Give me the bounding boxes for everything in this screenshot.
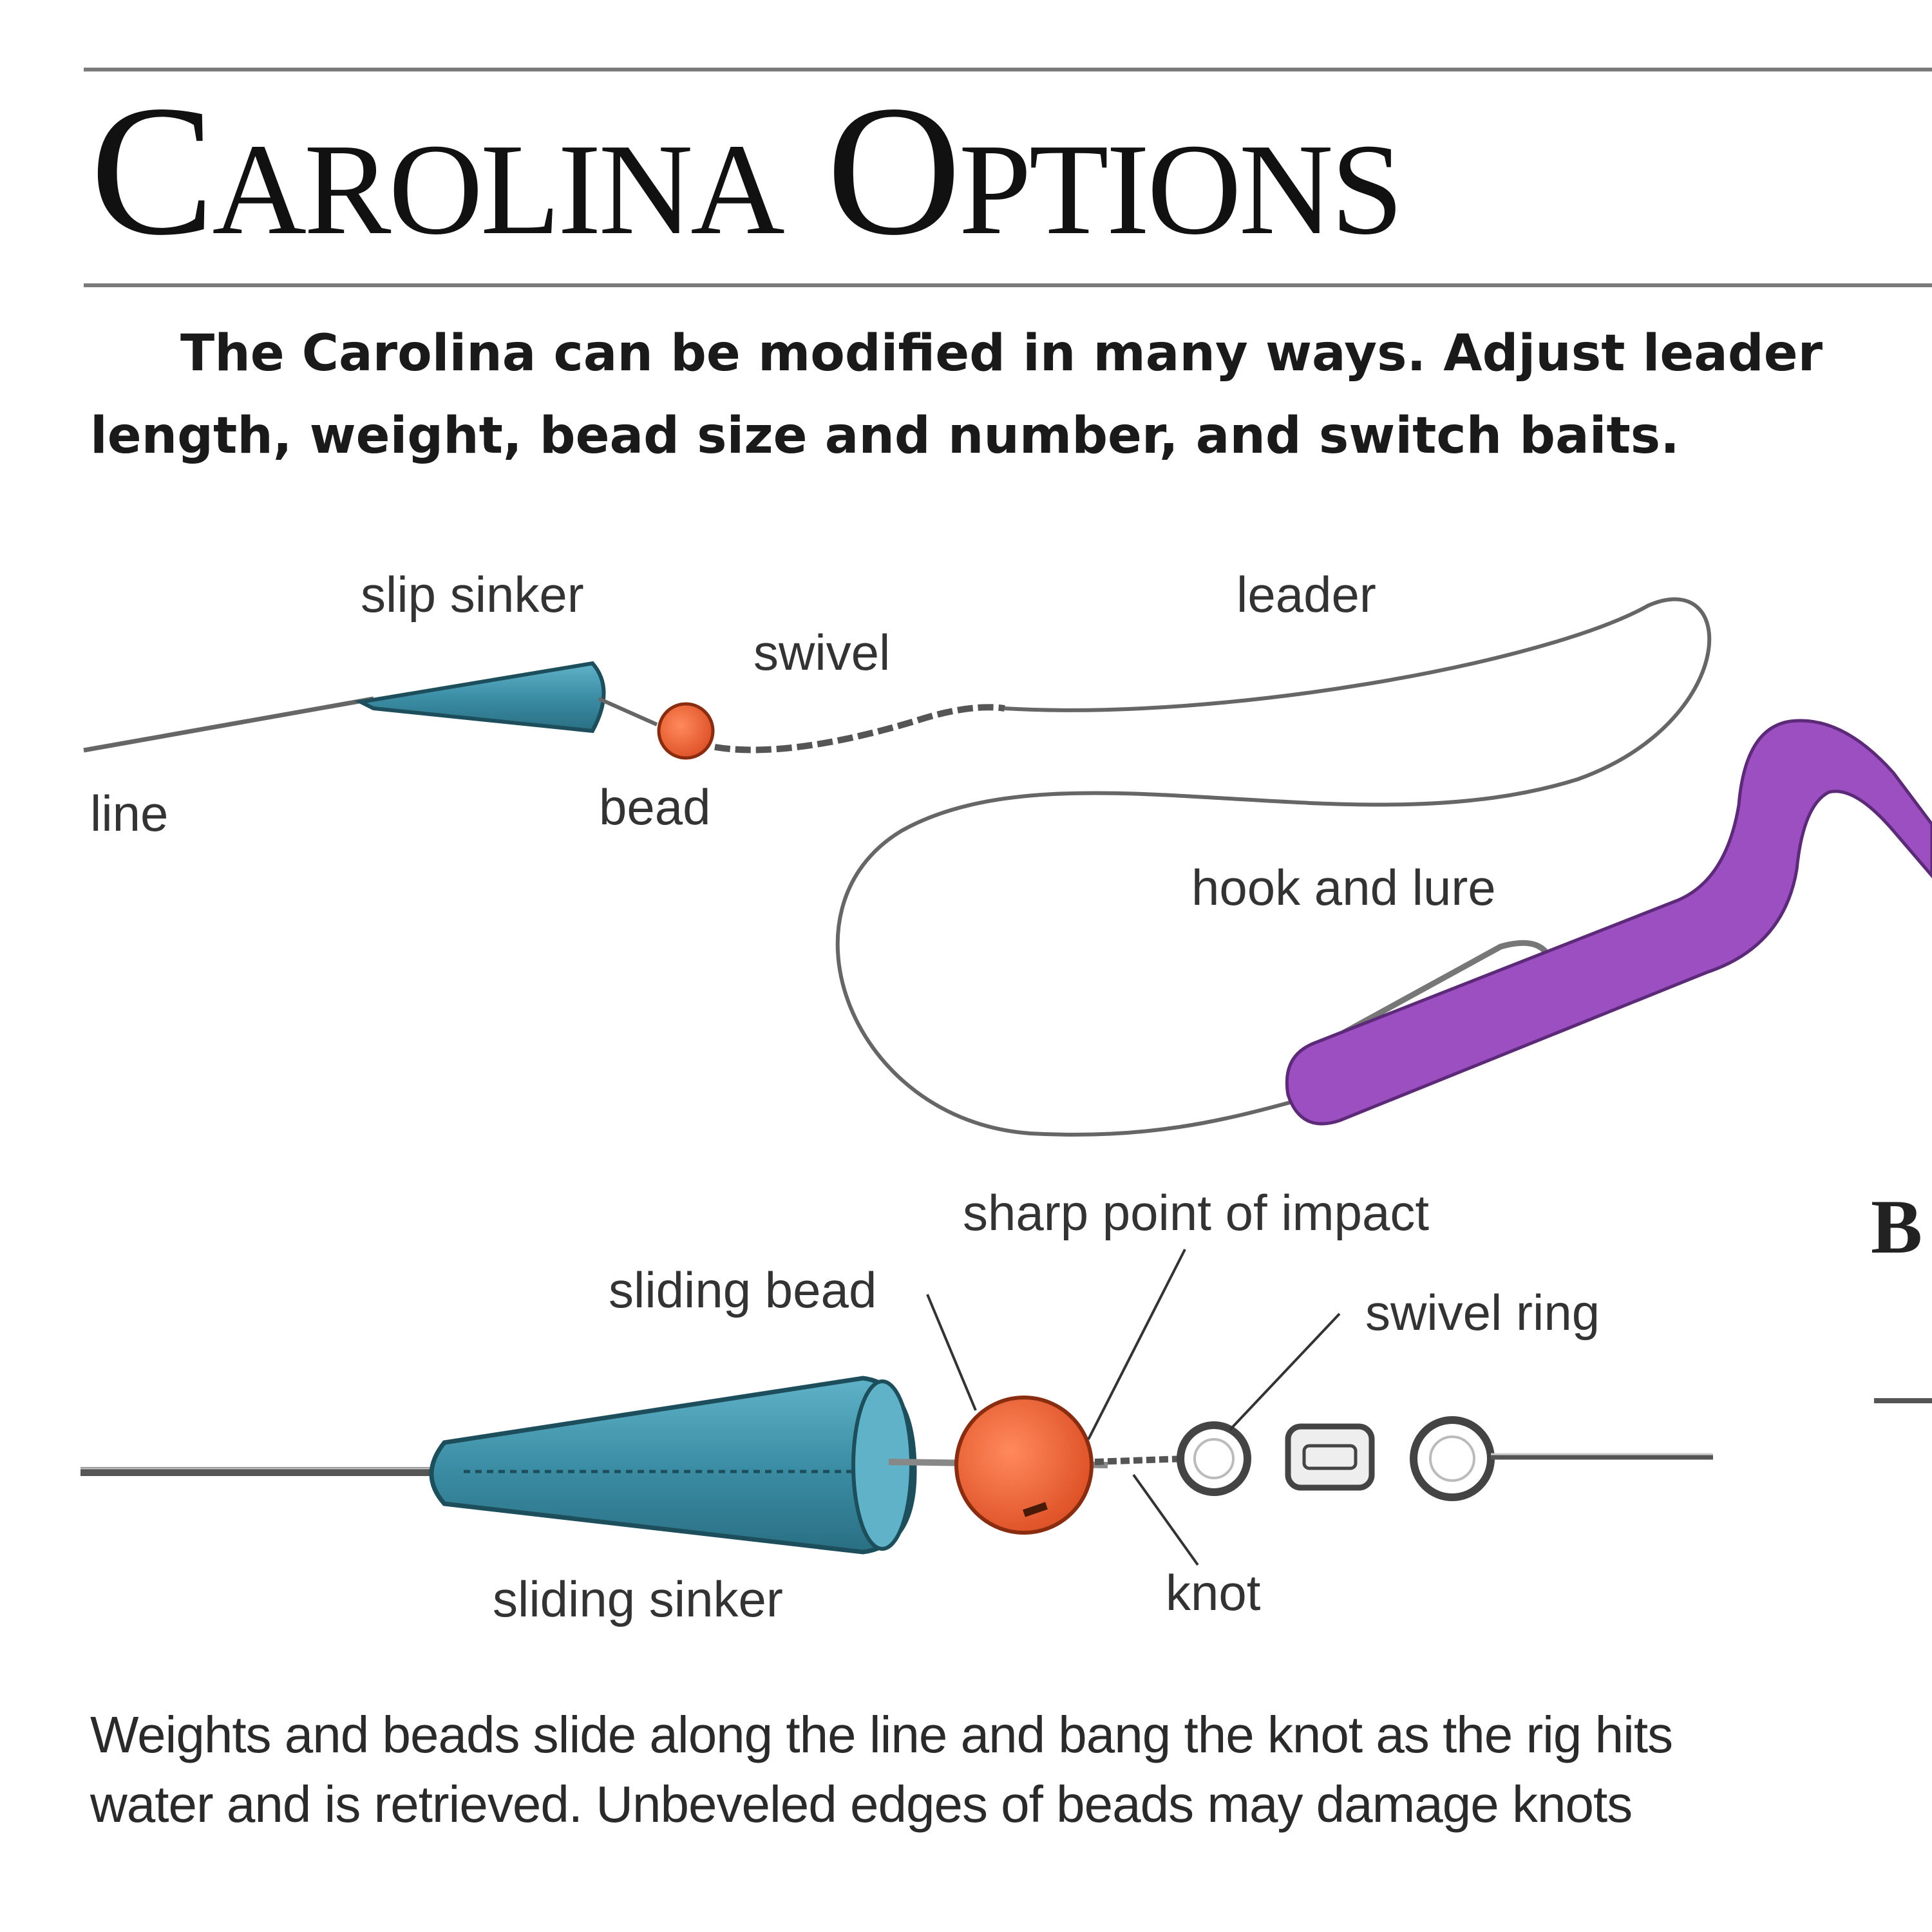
label-swivel: swivel: [753, 624, 890, 681]
label-line: line: [90, 785, 168, 842]
label-sliding-sinker: sliding sinker: [493, 1571, 783, 1627]
bead-shape: [657, 702, 715, 760]
pointer-knot: [1132, 1473, 1199, 1566]
bead-hole-mark: [1023, 1502, 1048, 1517]
main-line: [83, 696, 374, 753]
lure-shape: [1285, 719, 1932, 1126]
caption-paragraph: Weights and beads slide along the line a…: [90, 1700, 1673, 1839]
side-heading-fragment: B: [1871, 1184, 1922, 1269]
pointer-swivel-ring: [1229, 1312, 1341, 1431]
line-to-bead: [598, 697, 658, 726]
intro-paragraph: The Carolina can be modified in many way…: [90, 312, 1932, 477]
label-knot: knot: [1166, 1564, 1261, 1621]
label-sliding-bead: sliding bead: [609, 1262, 876, 1318]
carolina-rig-diagram: slip sinker swivel leader line bead hook…: [83, 566, 1932, 1137]
intro-line-2: length, weight, bead size and number, an…: [90, 407, 1680, 465]
swivel-barrel-inner: [1302, 1444, 1358, 1470]
caption-line-1: Weights and beads slide along the line a…: [90, 1706, 1673, 1763]
pointer-sliding-bead: [926, 1294, 977, 1411]
swivel-ring-right-inner: [1429, 1435, 1475, 1482]
sliding-bead-shape: [954, 1396, 1094, 1535]
swivel-ring-left: [1177, 1421, 1251, 1496]
label-slip-sinker: slip sinker: [361, 566, 584, 623]
swivel-barrel: [1285, 1423, 1375, 1491]
pointer-sharp-point: [1087, 1249, 1186, 1440]
sliding-sinker-shape: [429, 1376, 917, 1555]
label-sharp-point: sharp point of impact: [963, 1184, 1429, 1241]
slip-sinker-shape: [354, 661, 606, 734]
closeup-diagram: sharp point of impact sliding bead swive…: [80, 1184, 1713, 1627]
knot-segment: [1094, 1455, 1186, 1465]
top-rule: [84, 68, 1932, 71]
swivel-ring-left-inner: [1193, 1438, 1235, 1479]
label-leader: leader: [1236, 566, 1376, 623]
title-rule: [84, 283, 1932, 287]
intro-line-1: The Carolina can be modified in many way…: [180, 325, 1823, 383]
leader-line: [835, 597, 1712, 1137]
label-swivel-ring: swivel ring: [1365, 1284, 1600, 1341]
page-title: Carolina Options: [90, 67, 1403, 274]
swivel-shape: [714, 704, 1005, 753]
swivel-ring-right: [1410, 1416, 1495, 1501]
label-bead: bead: [599, 779, 711, 835]
label-hook-and-lure: hook and lure: [1191, 859, 1496, 916]
caption-line-2: water and is retrieved. Unbeveled edges …: [90, 1776, 1633, 1833]
